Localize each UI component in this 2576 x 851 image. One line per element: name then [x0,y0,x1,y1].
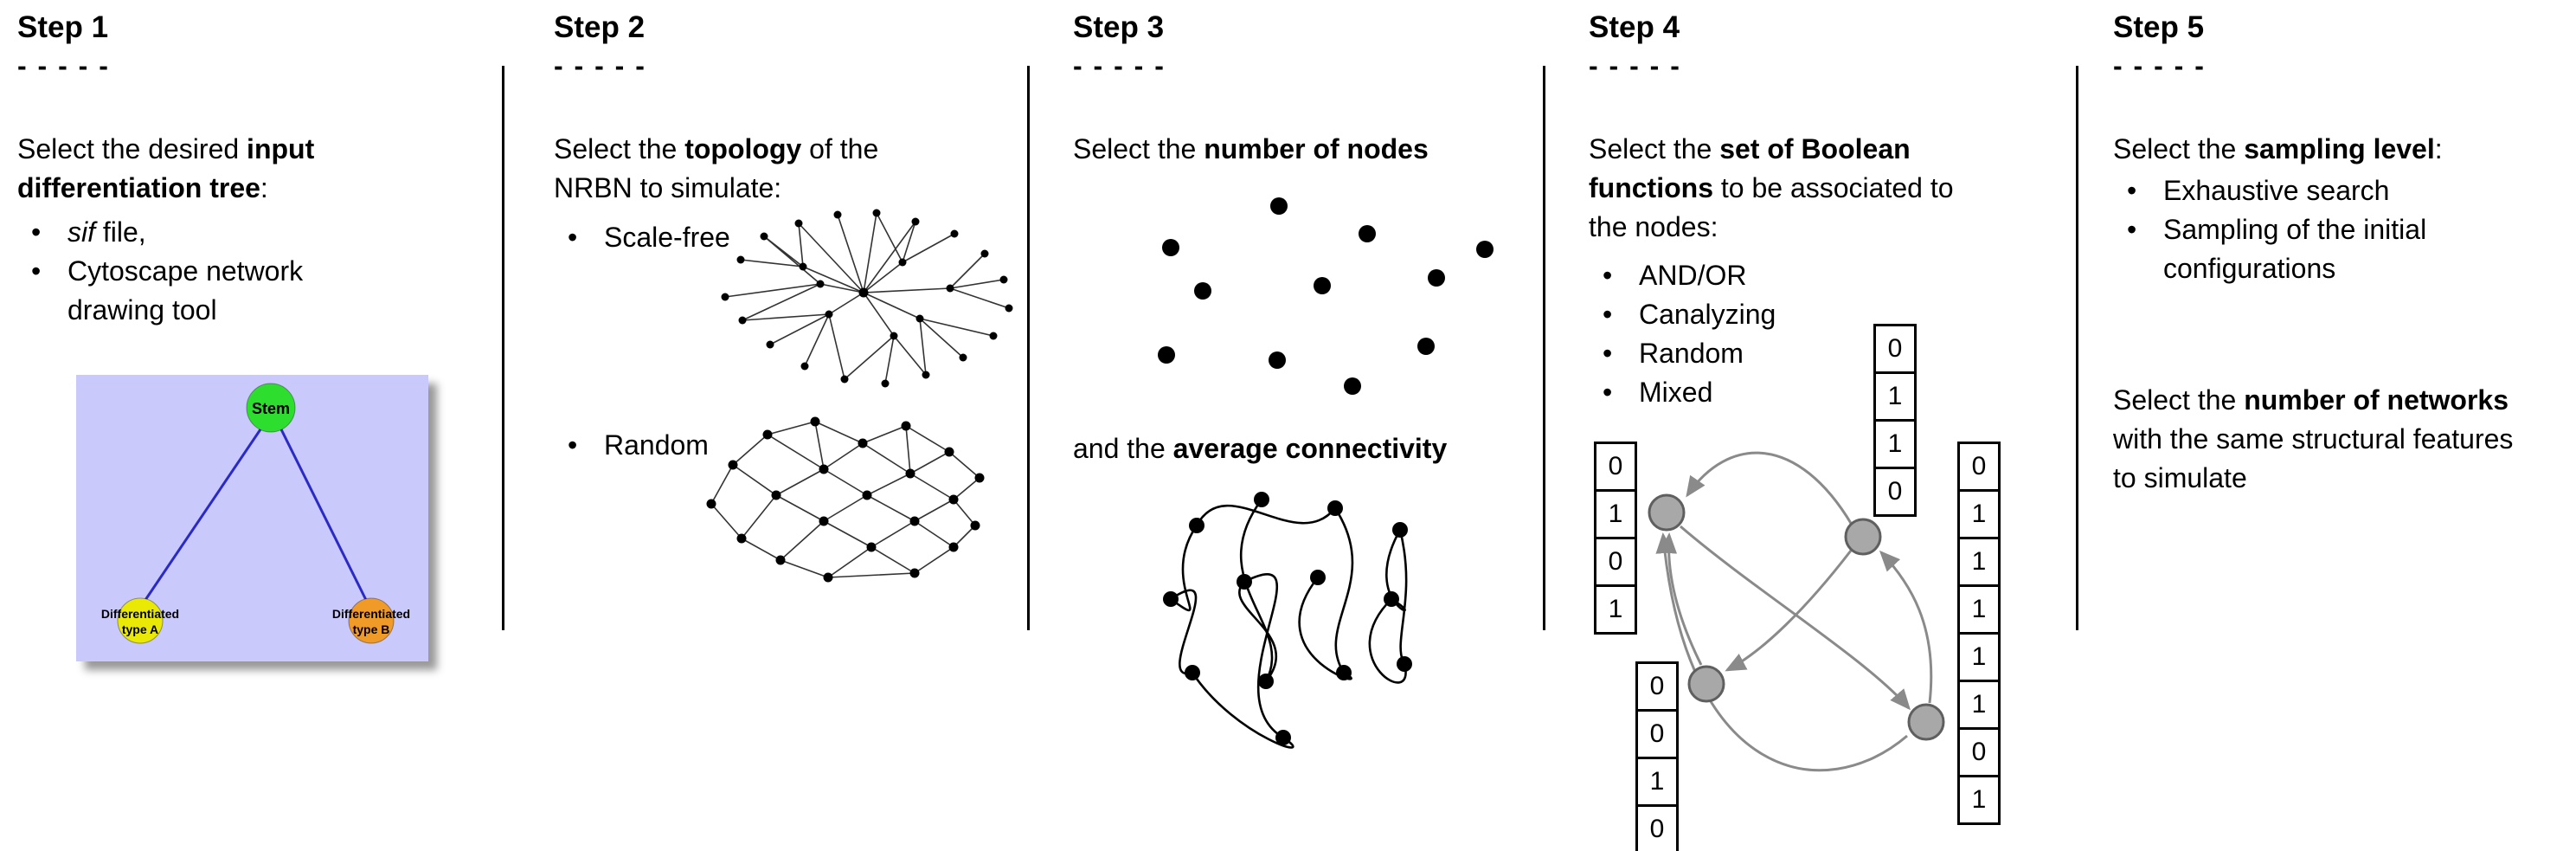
step-3-panel: Step 3 - - - - - Select the number of no… [1073,0,1545,851]
type-b-label: type B [353,622,390,636]
step-title: Step 2 [554,10,646,44]
step-title: Step 1 [17,10,109,44]
truth-table-cell: 1 [1635,757,1679,807]
network-node [1687,665,1725,703]
step-dashes: - - - - - [554,50,646,81]
type-a-label: type A [122,622,158,636]
differentiation-tree-figure: Stem Differentiated type A Differentiate… [76,375,428,661]
step-intro: Select the sampling level: [2113,133,2443,164]
truth-table-cell: 0 [1957,442,2001,492]
bullet-list: sif file, Cytoscape network drawing tool [17,213,363,330]
bullet-list: Random [554,426,813,465]
network-nodes [1648,493,1945,741]
step-4-panel: Step 4 - - - - - Select the set of Boole… [1589,0,2073,851]
truth-table-cell: 1 [1873,371,1917,422]
truth-table-cell: 1 [1957,489,2001,539]
truth-table-cell: 1 [1594,584,1637,635]
type-b-label: Differentiated [332,607,410,621]
step-dashes: - - - - - [1589,50,1681,81]
boolean-network-graph [1648,451,1945,772]
truth-table-cell: 0 [1957,727,2001,777]
step-intro: Select the desired input differentiation… [17,133,315,203]
network-node [1844,518,1882,556]
step-title: Step 5 [2113,10,2205,44]
stem-label: Stem [252,400,290,417]
connectivity-network-illustration [1163,492,1412,749]
column-divider [502,66,504,630]
stem-node [246,383,296,433]
step-dashes: - - - - - [17,50,110,81]
truth-table-cell: 1 [1957,680,2001,730]
network-edges [710,421,980,578]
bullet-item: Sampling of the initial configurations [2113,210,2528,288]
truth-table-cell: 1 [1957,632,2001,682]
bullet-list: AND/OR Canalyzing Random Mixed [1589,256,1952,412]
scattered-nodes-illustration [1158,197,1494,395]
random-network-illustration [706,416,985,583]
column-divider [1027,66,1030,630]
bullet-list: Exhaustive search Sampling of the initia… [2113,171,2528,288]
column-divider [1543,66,1545,630]
type-a-node [117,597,164,644]
network-node [1907,703,1945,741]
step-dashes: - - - - - [1073,50,1166,81]
network-nodes [721,209,1013,388]
bullet-list: Scale-free [554,218,813,257]
step-intro: Select the set of Boolean functions to b… [1589,133,1954,242]
network-edges [1170,499,1408,749]
bullet-item: Cytoscape network drawing tool [17,252,363,330]
truth-table-cell: 0 [1594,537,1637,587]
truth-table-cell: 0 [1635,804,1679,851]
step-intro: Select the number of nodes [1073,133,1429,164]
bullet-item: Exhaustive search [2113,171,2528,210]
truth-table-cell: 1 [1957,775,2001,825]
scale-free-network-illustration [721,209,1013,388]
network-node [1648,493,1686,532]
truth-table-cell: 1 [1957,584,2001,635]
bullet-item: Mixed [1589,373,1952,412]
truth-table-cell: 1 [1873,419,1917,469]
step-title: Step 4 [1589,10,1680,44]
column-divider [2076,66,2078,630]
bullet-item: Canalyzing [1589,295,1952,334]
truth-table-cell: 0 [1635,709,1679,759]
step-subtext: and the average connectivity [1073,433,1448,464]
truth-table-cell: 1 [1957,537,2001,587]
bullet-item: Scale-free [554,218,813,257]
bullet-item: Random [1589,334,1952,373]
step-2-panel: Step 2 - - - - - Select the topology of … [554,0,1025,851]
step-dashes: - - - - - [2113,50,2206,81]
tree-edge [279,429,368,601]
step-5-panel: Step 5 - - - - - Select the sampling lev… [2113,0,2576,851]
bullet-item: Random [554,426,813,465]
step-1-panel: Step 1 - - - - - Select the desired inpu… [17,0,502,851]
bullet-item: AND/OR [1589,256,1952,295]
truth-table-cell: 0 [1635,661,1679,712]
step-intro: Select the topology of the NRBN to simul… [554,133,879,203]
network-nodes [1163,492,1412,745]
truth-table-cell: 1 [1594,489,1637,539]
network-edges [1655,451,1933,772]
type-b-node [348,597,395,644]
network-nodes [706,416,985,583]
network-edges [724,212,1010,384]
truth-table-cell: 0 [1873,324,1917,374]
scatter-dots [1158,197,1494,395]
type-a-label: Differentiated [101,607,179,621]
tree-edge [144,429,262,601]
bullet-item: sif file, [17,213,363,252]
truth-table-cell: 0 [1873,467,1917,517]
truth-table-cell: 0 [1594,442,1637,492]
step-title: Step 3 [1073,10,1165,44]
step-subtext: Select the number of networks with the s… [2113,384,2514,493]
